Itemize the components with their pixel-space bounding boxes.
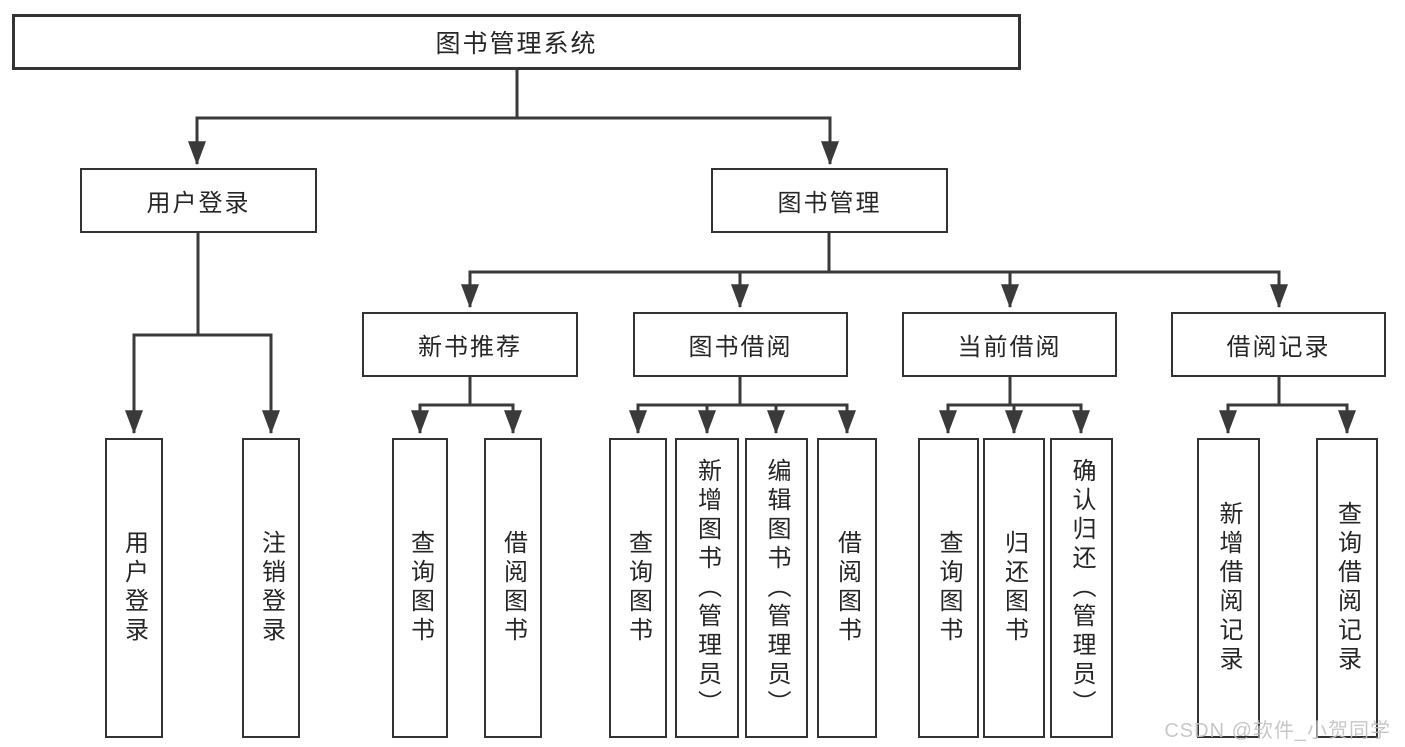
leaf-logout: 注销登录 (242, 438, 300, 738)
node-label: 图书管理系统 (435, 30, 598, 58)
leaf-query-borrow-record: 查询借阅记录 (1316, 438, 1378, 738)
leaf-borrow-books-recommend: 借阅图书 (484, 438, 542, 738)
node-new-book-recommendation: 新书推荐 (362, 312, 578, 377)
node-label: 用户登录 (146, 190, 251, 217)
node-label: 图书管理 (777, 190, 882, 217)
leaf-edit-book-admin: 编辑图书（管理员） (745, 438, 808, 738)
node-label: 新增借阅记录 (1215, 501, 1242, 675)
node-label: 图书借阅 (688, 334, 793, 361)
node-label: 用户登录 (120, 530, 148, 646)
node-label: 查询图书 (406, 530, 434, 646)
node-label: 当前借阅 (957, 334, 1062, 361)
leaf-return-books: 归还图书 (983, 438, 1045, 738)
node-library-management-system: 图书管理系统 (12, 14, 1021, 70)
leaf-confirm-return-admin: 确认归还（管理员） (1050, 438, 1113, 738)
leaf-query-books-current: 查询图书 (918, 438, 979, 738)
node-borrowing-records: 借阅记录 (1171, 312, 1386, 377)
leaf-borrow-books-borrowing: 借阅图书 (817, 438, 877, 738)
leaf-add-borrow-record: 新增借阅记录 (1197, 438, 1260, 738)
connector-arrows (125, 118, 1356, 435)
node-label: 新书推荐 (418, 334, 522, 361)
node-label: 编辑图书（管理员） (763, 457, 790, 719)
leaf-query-books-recommend: 查询图书 (392, 438, 448, 738)
node-label: 查询借阅记录 (1333, 501, 1361, 675)
node-book-borrowing: 图书借阅 (633, 312, 848, 377)
watermark: CSDN @软件_小贺同学 (1164, 720, 1391, 742)
node-label: 借阅记录 (1226, 334, 1331, 361)
leaf-add-book-admin: 新增图书（管理员） (675, 438, 739, 738)
node-label: 查询图书 (935, 530, 962, 646)
node-label: 借阅图书 (833, 530, 861, 646)
leaf-user-login: 用户登录 (105, 438, 163, 738)
node-label: 借阅图书 (499, 530, 527, 646)
node-label: 查询图书 (624, 530, 652, 646)
node-label: 确认归还（管理员） (1068, 457, 1095, 719)
node-user-login: 用户登录 (80, 168, 317, 233)
node-label: 注销登录 (257, 530, 285, 646)
node-current-borrowing: 当前借阅 (902, 312, 1117, 377)
node-label: 归还图书 (1000, 530, 1028, 646)
leaf-query-books-borrowing: 查询图书 (609, 438, 667, 738)
node-book-management: 图书管理 (711, 168, 948, 233)
node-label: 新增图书（管理员） (693, 457, 721, 719)
